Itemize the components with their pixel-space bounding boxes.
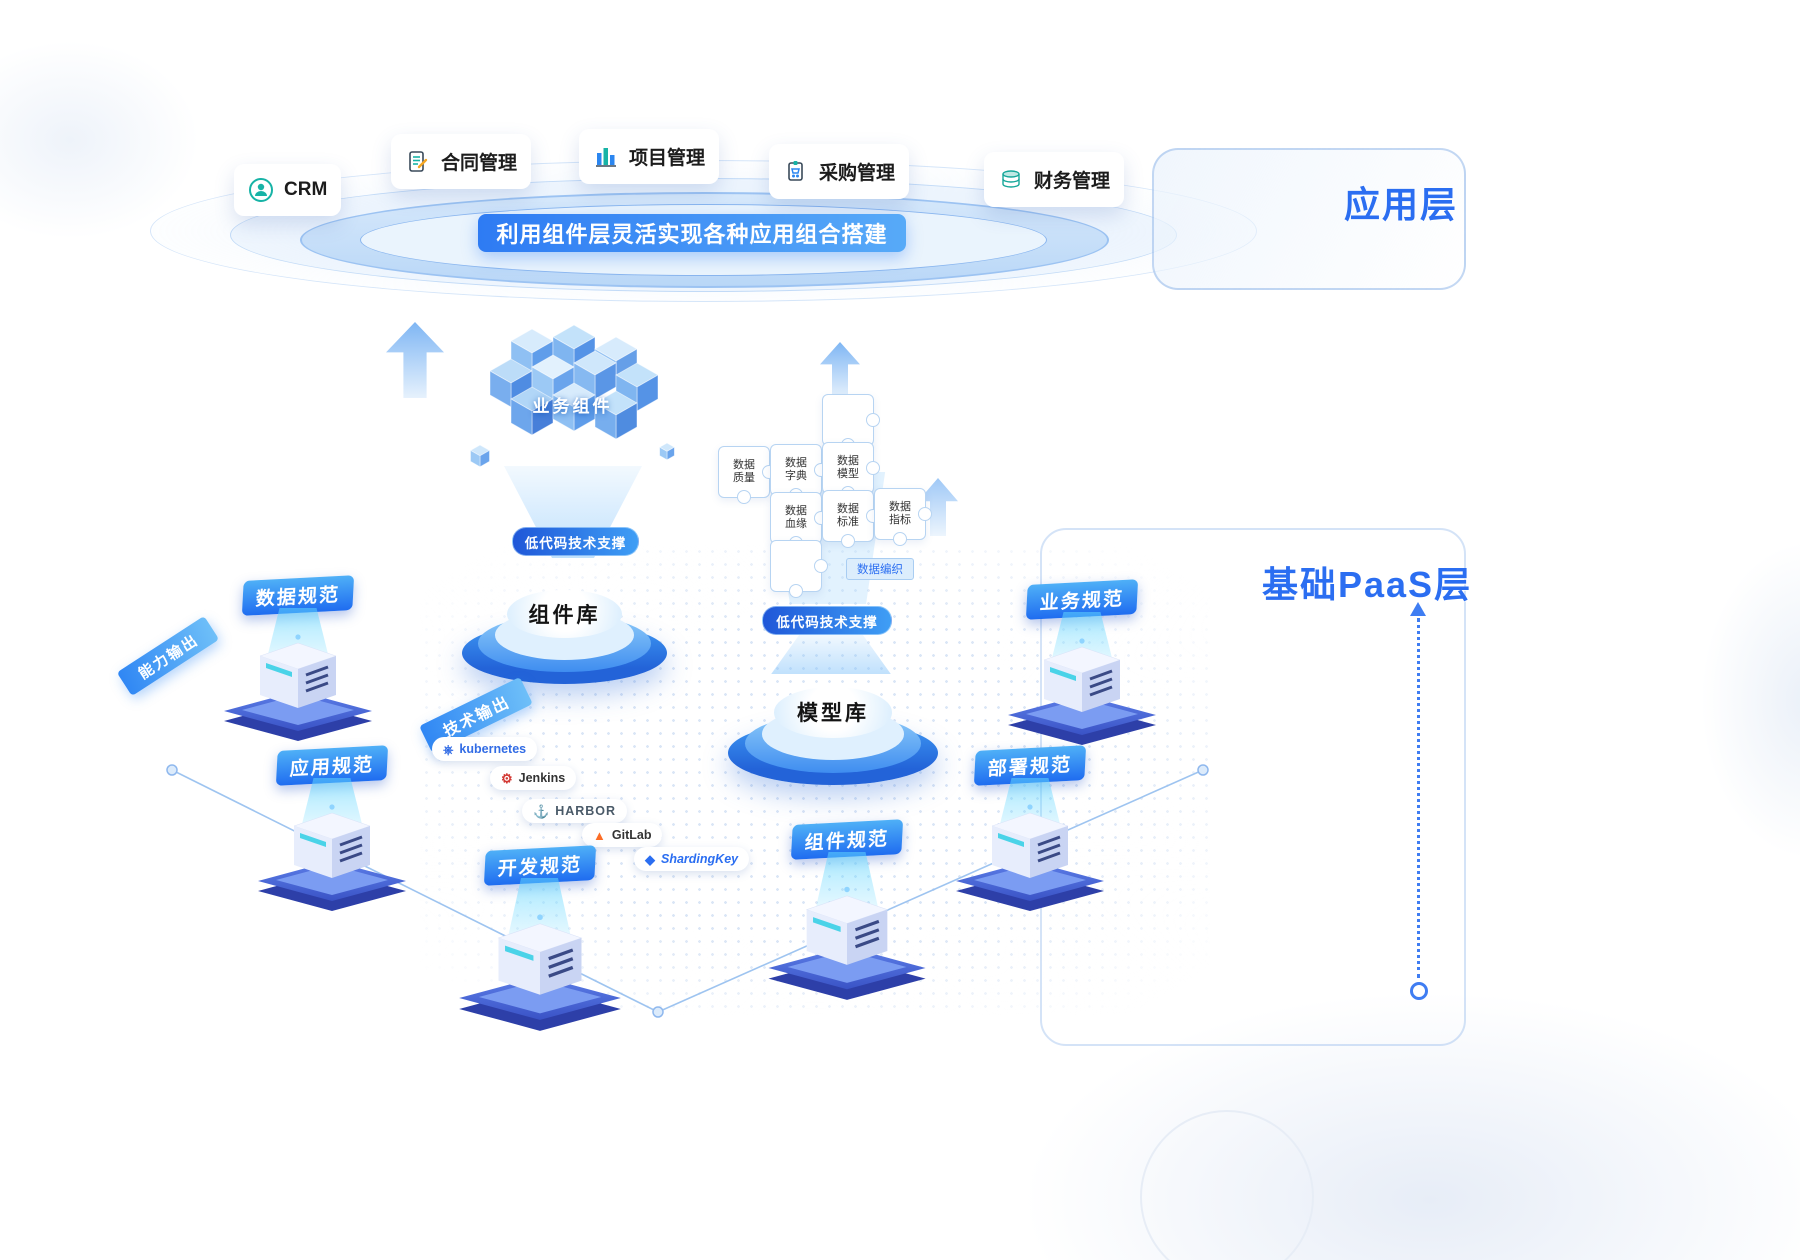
server-icon	[766, 885, 928, 1002]
app-card-finance: 财务管理	[984, 152, 1125, 207]
tech-item-label: Jenkins	[518, 771, 566, 785]
tech-item-label: GitLab	[611, 828, 652, 842]
sharding-icon: ◆	[645, 851, 655, 867]
jenkins-icon: ⚙	[501, 770, 513, 786]
paas-layer-title: 基础PaaS层	[1262, 564, 1473, 605]
project-icon	[596, 147, 616, 167]
puzzle-label: 数据指标	[889, 500, 911, 526]
tech-item-sharding: ◆ ShardingKey	[634, 847, 750, 871]
tech-item-label: kubernetes	[459, 742, 527, 756]
data-fabric-tag: 数据编织	[846, 558, 914, 580]
puzzle-piece: 数据指标	[874, 488, 926, 540]
server-icon	[256, 802, 408, 913]
app-card-crm: CRM	[234, 164, 342, 216]
puzzle-piece-blank	[770, 540, 822, 592]
component-library-label: 组件库	[507, 589, 622, 639]
station-deploy-spec: 部署规范	[950, 745, 1110, 913]
station-dev-spec: 开发规范	[452, 845, 627, 1033]
station-business-spec: 业务规范	[1002, 579, 1162, 747]
puzzle-label: 数据模型	[837, 454, 859, 480]
station-app-spec: 应用规范	[252, 745, 412, 913]
app-layer-banner: 利用组件层灵活实现各种应用组合搭建	[478, 214, 906, 252]
harbor-icon: ⚓	[533, 803, 550, 819]
server-icon	[222, 632, 374, 743]
server-icon	[1006, 636, 1158, 747]
component-library-podium: 组件库	[462, 552, 667, 687]
app-layer-title: 应用层	[1344, 184, 1459, 225]
lowcode-support-pill: 低代码技术支撑	[512, 527, 639, 556]
business-components-label: 业务组件	[532, 397, 613, 416]
gitlab-icon: ▲	[593, 827, 606, 843]
tech-item-gitlab: ▲ GitLab	[582, 823, 663, 847]
puzzle-label: 数据字典	[785, 456, 807, 482]
contract-icon	[409, 150, 428, 172]
app-card-label: CRM	[284, 179, 328, 200]
app-card-procurement: 采购管理	[769, 144, 910, 199]
tech-item-label: ShardingKey	[661, 852, 739, 866]
puzzle-piece: 数据质量	[718, 446, 770, 498]
puzzle-piece: 数据模型	[822, 442, 874, 494]
puzzle-label: 数据标准	[837, 502, 859, 528]
tech-item-harbor: ⚓ HARBOR	[522, 799, 628, 823]
app-card-label: 财务管理	[1034, 171, 1111, 192]
tech-item-kubernetes: ⎈ kubernetes	[432, 737, 538, 761]
puzzle-label: 数据质量	[733, 458, 755, 484]
lowcode-support-pill: 低代码技术支撑	[762, 606, 892, 635]
dotted-connector	[1417, 618, 1420, 978]
puzzle-label: 数据血缘	[785, 504, 807, 530]
tech-item-label: HARBOR	[555, 804, 617, 818]
decor-circle	[1140, 1110, 1314, 1260]
puzzle-piece: 数据标准	[822, 490, 874, 542]
procurement-icon	[788, 160, 803, 181]
connector-endpoint	[1410, 982, 1428, 1000]
app-layer-panel	[1152, 148, 1466, 290]
crm-icon	[249, 178, 273, 202]
finance-icon	[1002, 169, 1020, 188]
app-card-contract: 合同管理	[391, 134, 532, 189]
app-card-label: 合同管理	[441, 153, 518, 174]
kubernetes-icon: ⎈	[443, 741, 454, 757]
business-components-cubes	[469, 325, 676, 468]
station-component-spec: 组件规范	[762, 819, 932, 1002]
app-card-label: 采购管理	[819, 163, 896, 184]
app-card-label: 项目管理	[629, 148, 706, 169]
station-data-spec: 数据规范	[218, 575, 378, 743]
server-icon	[457, 912, 622, 1033]
puzzle-piece: 数据血缘	[770, 492, 822, 544]
app-card-project: 项目管理	[579, 129, 720, 184]
model-library-label: 模型库	[774, 687, 892, 738]
puzzle-piece: 数据字典	[770, 444, 822, 496]
server-icon	[954, 802, 1106, 913]
model-library-podium: 模型库	[728, 648, 938, 788]
puzzle-piece-blank	[822, 394, 874, 446]
up-arrowhead-icon	[1410, 602, 1426, 616]
tech-item-jenkins: ⚙ Jenkins	[490, 766, 577, 790]
